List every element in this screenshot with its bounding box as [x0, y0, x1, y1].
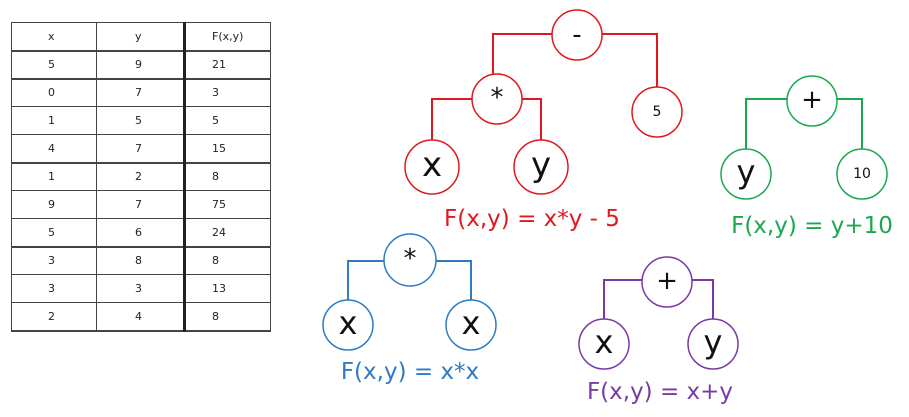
node-red-y	[513, 139, 569, 195]
node-purple-root-label: +	[656, 266, 678, 296]
node-green-y	[720, 148, 772, 200]
formula-blue: F(x,y) = x*x	[341, 359, 479, 385]
node-blue-root	[383, 233, 437, 287]
node-blue-root-label: *	[404, 244, 417, 274]
tree-red: - * 5 x y F(x,y) = x*y - 5	[404, 9, 683, 232]
cell-y: 7	[96, 134, 185, 164]
node-red-x-label: x	[422, 145, 442, 185]
formula-green: F(x,y) = y+10	[731, 213, 893, 239]
cell-fxy: 24	[183, 218, 271, 248]
cell-fxy: 13	[183, 274, 271, 303]
cell-y: 9	[96, 50, 185, 80]
edge-red-root	[492, 33, 658, 88]
tree-green: + y 10 F(x,y) = y+10	[720, 75, 893, 239]
node-red-y-label: y	[531, 145, 551, 185]
node-green-10-label: 10	[853, 166, 871, 182]
cell-fxy: 21	[183, 50, 271, 80]
node-green-root	[786, 75, 838, 127]
cell-y: 6	[96, 218, 185, 248]
node-blue-x-right	[445, 299, 497, 351]
node-red-mul	[471, 73, 523, 125]
cell-fxy: 5	[183, 106, 271, 135]
table-header-row: x y F(x,y)	[11, 22, 271, 52]
tree-blue: * x x F(x,y) = x*x	[322, 233, 497, 385]
edge-red-mul	[431, 98, 542, 142]
formula-purple: F(x,y) = x+y	[587, 379, 733, 405]
cell-x: 0	[11, 78, 97, 107]
edge-green-root	[745, 98, 863, 150]
cell-y: 8	[96, 246, 185, 275]
node-red-root	[551, 9, 603, 61]
cell-fxy: 8	[183, 246, 271, 275]
cell-y: 2	[96, 162, 185, 191]
cell-fxy: 8	[183, 302, 271, 332]
node-green-y-label: y	[737, 153, 756, 191]
cell-fxy: 15	[183, 134, 271, 164]
cell-y: 5	[96, 106, 185, 135]
formula-red: F(x,y) = x*y - 5	[444, 206, 620, 232]
cell-y: 7	[96, 78, 185, 107]
cell-y: 4	[96, 302, 185, 332]
node-purple-y-label: y	[704, 323, 723, 361]
cell-x: 5	[11, 50, 97, 80]
node-red-const-label: 5	[653, 104, 662, 120]
node-purple-x-label: x	[595, 323, 614, 361]
header-fxy: F(x,y)	[183, 22, 271, 52]
node-green-root-label: +	[801, 85, 823, 115]
node-red-x	[404, 139, 460, 195]
cell-x: 4	[11, 134, 97, 164]
node-purple-x	[578, 318, 630, 370]
node-red-const	[631, 86, 683, 138]
node-blue-x-right-label: x	[462, 304, 481, 342]
node-purple-root	[641, 256, 693, 308]
tree-purple: + x y F(x,y) = x+y	[578, 256, 739, 405]
node-green-10	[836, 148, 888, 200]
cell-x: 3	[11, 274, 97, 303]
node-red-mul-label: *	[491, 83, 504, 113]
node-blue-x-left	[322, 299, 374, 351]
edge-blue-root	[347, 260, 472, 300]
node-red-root-label: -	[572, 20, 581, 50]
node-blue-x-left-label: x	[339, 304, 358, 342]
node-purple-y	[687, 318, 739, 370]
header-x: x	[11, 22, 97, 52]
edge-purple-root	[603, 279, 714, 320]
cell-x: 5	[11, 218, 97, 248]
cell-x: 1	[11, 106, 97, 135]
